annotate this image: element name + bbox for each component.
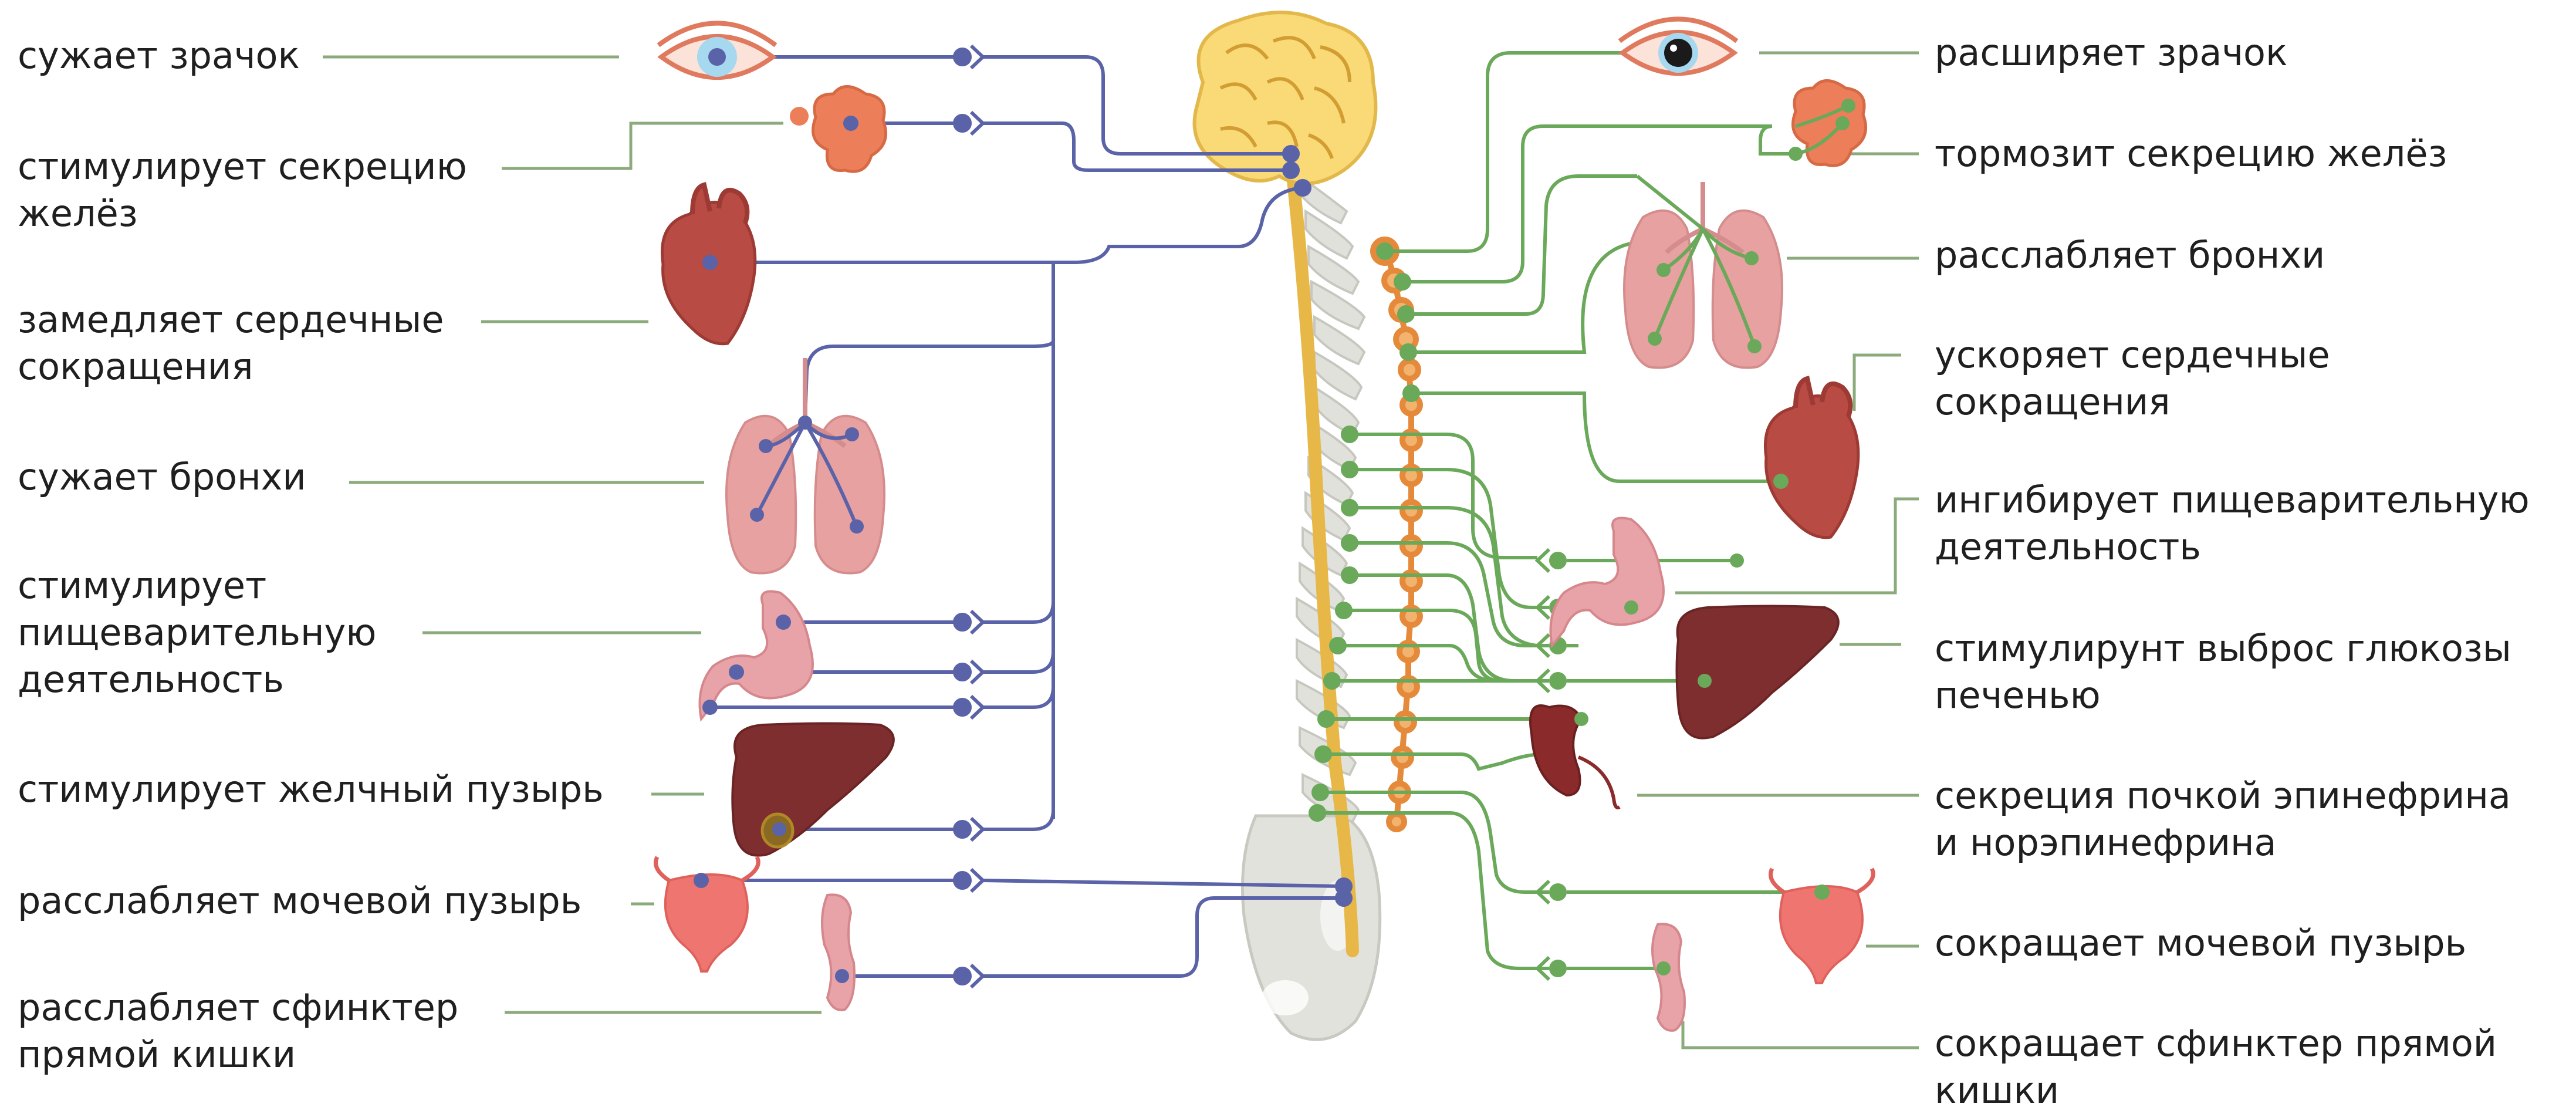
liver-icon (1677, 606, 1838, 738)
eye-icon (1620, 19, 1737, 74)
kidney-icon (1530, 705, 1620, 808)
pelvis-icon (1243, 816, 1380, 1039)
label-stimulates-gland-secretion: стимулирует секрецию желёз (18, 143, 467, 237)
label-relaxes-rectal-sphincter: расслабляет сфинктер прямой кишки (18, 984, 458, 1078)
label-relaxes-bronchi: расслабляет бронхи (1935, 232, 2325, 279)
heart-icon (662, 185, 755, 344)
heart-icon (1765, 379, 1858, 538)
label-stimulates-digestion: стимулирует пищеварительную деятельность (18, 562, 376, 703)
bladder-icon (1771, 869, 1874, 983)
rectum-icon (1652, 924, 1685, 1030)
sympathetic-chain (1373, 239, 1420, 829)
label-constricts-pupil: сужает зрачок (18, 32, 300, 79)
eye-icon (658, 23, 776, 78)
label-stimulates-gallbladder: стимулирует желчный пузырь (18, 766, 604, 813)
label-relaxes-bladder: расслабляет мочевой пузырь (18, 877, 582, 924)
label-dilates-pupil: расширяет зрачок (1935, 29, 2287, 76)
gland-icon (790, 87, 886, 172)
label-glucose-release: стимулирунт выброс глюкозы печенью (1935, 625, 2511, 719)
stomach-icon (700, 592, 813, 720)
label-constricts-bronchi: сужает бронхи (18, 454, 306, 501)
label-adrenal-secretion: секреция почкой эпинефрина и норэпинефри… (1935, 772, 2511, 866)
label-accelerates-heart: ускоряет сердечные сокращения (1935, 332, 2330, 426)
liver-icon (732, 724, 894, 856)
label-contracts-bladder: сокращает мочевой пузырь (1935, 920, 2466, 967)
label-inhibits-gland-secretion: тормозит секрецию желёз (1935, 130, 2447, 177)
lungs-icon (1624, 176, 1782, 368)
lungs-icon (726, 358, 884, 573)
rectum-icon (822, 894, 854, 1010)
bladder-icon (656, 857, 759, 971)
label-inhibits-digestion: ингибирует пищеварительную деятельность (1935, 477, 2530, 570)
label-contracts-rectal-sphincter: сокращает сфинктер прямой кишки (1935, 1020, 2497, 1114)
label-slows-heart: замедляет сердечные сокращения (18, 296, 444, 390)
